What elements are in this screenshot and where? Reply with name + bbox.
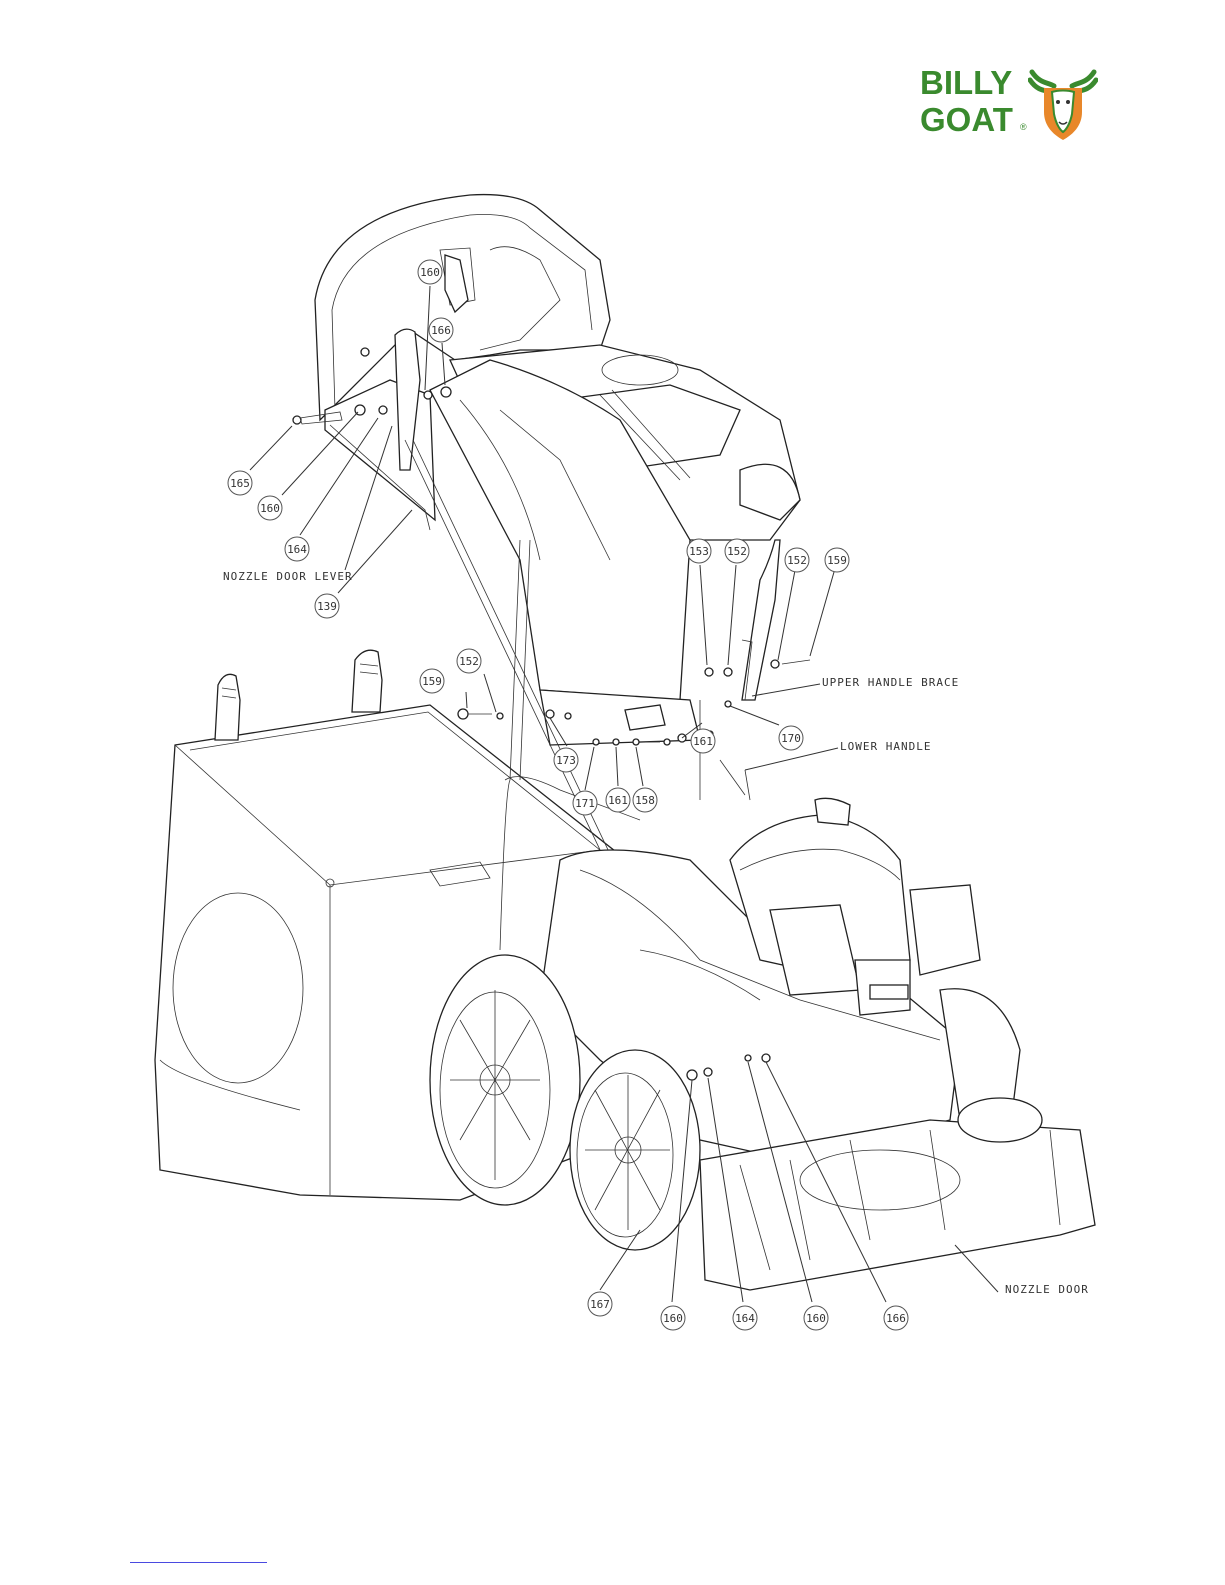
callout-139: 139 — [315, 594, 339, 618]
callout-166-top: 166 — [429, 318, 453, 342]
callout-166-bottom: 166 — [884, 1306, 908, 1330]
callout-171: 171 — [573, 791, 597, 815]
svg-text:161: 161 — [693, 735, 713, 748]
callout-167: 167 — [588, 1292, 612, 1316]
callout-153: 153 — [687, 539, 711, 563]
svg-text:153: 153 — [689, 545, 709, 558]
callout-160-bottom-b: 160 — [804, 1306, 828, 1330]
callout-164-bottom: 164 — [733, 1306, 757, 1330]
svg-text:166: 166 — [886, 1312, 906, 1325]
rear-wheel — [430, 955, 580, 1205]
bag-clip-right — [352, 650, 382, 712]
svg-text:166: 166 — [431, 324, 451, 337]
svg-text:160: 160 — [806, 1312, 826, 1325]
svg-text:152: 152 — [787, 554, 807, 567]
svg-text:170: 170 — [781, 732, 801, 745]
callout-165: 165 — [228, 471, 252, 495]
bag-clip-left — [215, 674, 240, 740]
label-nozzle-door: NOZZLE DOOR — [1005, 1283, 1089, 1296]
svg-text:159: 159 — [422, 675, 442, 688]
label-lower-handle: LOWER HANDLE — [840, 740, 931, 753]
svg-text:160: 160 — [663, 1312, 683, 1325]
callout-160-bottom-a: 160 — [661, 1306, 685, 1330]
callout-152-left: 152 — [457, 649, 481, 673]
svg-text:159: 159 — [827, 554, 847, 567]
callout-161-a: 161 — [606, 788, 630, 812]
upper-handle-brace — [742, 540, 780, 700]
svg-text:139: 139 — [317, 600, 337, 613]
svg-text:160: 160 — [260, 502, 280, 515]
callout-160-left: 160 — [258, 496, 282, 520]
svg-text:152: 152 — [727, 545, 747, 558]
label-nozzle-door-lever: NOZZLE DOOR LEVER — [223, 570, 353, 583]
callout-173: 173 — [554, 748, 578, 772]
callout-170: 170 — [779, 726, 803, 750]
svg-text:161: 161 — [608, 794, 628, 807]
svg-text:167: 167 — [590, 1298, 610, 1311]
svg-text:165: 165 — [230, 477, 250, 490]
label-upper-handle-brace: UPPER HANDLE BRACE — [822, 676, 959, 689]
svg-text:158: 158 — [635, 794, 655, 807]
callout-164-left: 164 — [285, 537, 309, 561]
callout-160-top: 160 — [418, 260, 442, 284]
callout-159-right: 159 — [825, 548, 849, 572]
svg-text:164: 164 — [287, 543, 307, 556]
callout-152-a: 152 — [725, 539, 749, 563]
svg-text:173: 173 — [556, 754, 576, 767]
footer-rule — [130, 1562, 267, 1563]
svg-text:164: 164 — [735, 1312, 755, 1325]
svg-text:152: 152 — [459, 655, 479, 668]
svg-text:171: 171 — [575, 797, 595, 810]
callout-159-left: 159 — [420, 669, 444, 693]
svg-text:160: 160 — [420, 266, 440, 279]
callout-152-b: 152 — [785, 548, 809, 572]
front-wheel — [570, 1050, 700, 1250]
callout-161-b: 161 — [691, 729, 715, 753]
callout-158: 158 — [633, 788, 657, 812]
